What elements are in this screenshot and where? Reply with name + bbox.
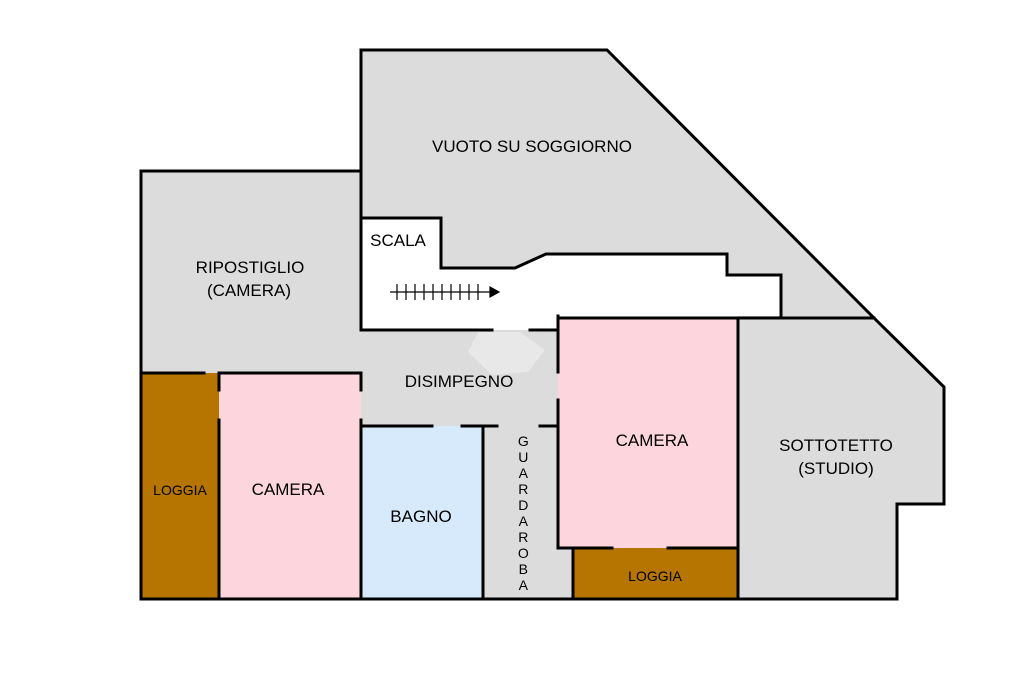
loggia-bottom-label: LOGGIA bbox=[628, 568, 682, 584]
ripostiglio-label-2: (CAMERA) bbox=[207, 281, 291, 300]
camera-right-label: CAMERA bbox=[616, 431, 689, 450]
guardaroba-label: GUARDAROBA bbox=[515, 433, 531, 593]
scala-label: SCALA bbox=[370, 231, 426, 250]
loggia-bottom-area bbox=[573, 548, 738, 599]
vuoto-label: VUOTO SU SOGGIORNO bbox=[432, 137, 632, 156]
loggia-left-label: LOGGIA bbox=[153, 482, 207, 498]
sottotetto-label-1: SOTTOTETTO bbox=[779, 436, 893, 455]
sottotetto-area bbox=[738, 318, 944, 599]
ripostiglio-area bbox=[141, 171, 361, 373]
camera-right-area bbox=[558, 318, 738, 548]
vuoto-su-soggiorno-area bbox=[361, 50, 874, 330]
ripostiglio-label-1: RIPOSTIGLIO bbox=[196, 258, 305, 277]
disimpegno-label: DISIMPEGNO bbox=[405, 372, 514, 391]
camera-left-label: CAMERA bbox=[252, 480, 325, 499]
scala-area bbox=[361, 218, 781, 330]
bagno-area bbox=[361, 426, 483, 599]
camera-left-area bbox=[219, 373, 361, 599]
bagno-label: BAGNO bbox=[390, 507, 451, 526]
disimpegno-area bbox=[361, 330, 558, 426]
stair-arrow-icon bbox=[390, 284, 501, 300]
walls bbox=[139, 48, 946, 601]
sottotetto-label-2: (STUDIO) bbox=[798, 459, 874, 478]
stair-edge-wall bbox=[359, 216, 783, 318]
watermark-logo bbox=[468, 332, 545, 375]
loggia-left-area bbox=[141, 373, 219, 599]
outer-wall bbox=[139, 48, 946, 601]
